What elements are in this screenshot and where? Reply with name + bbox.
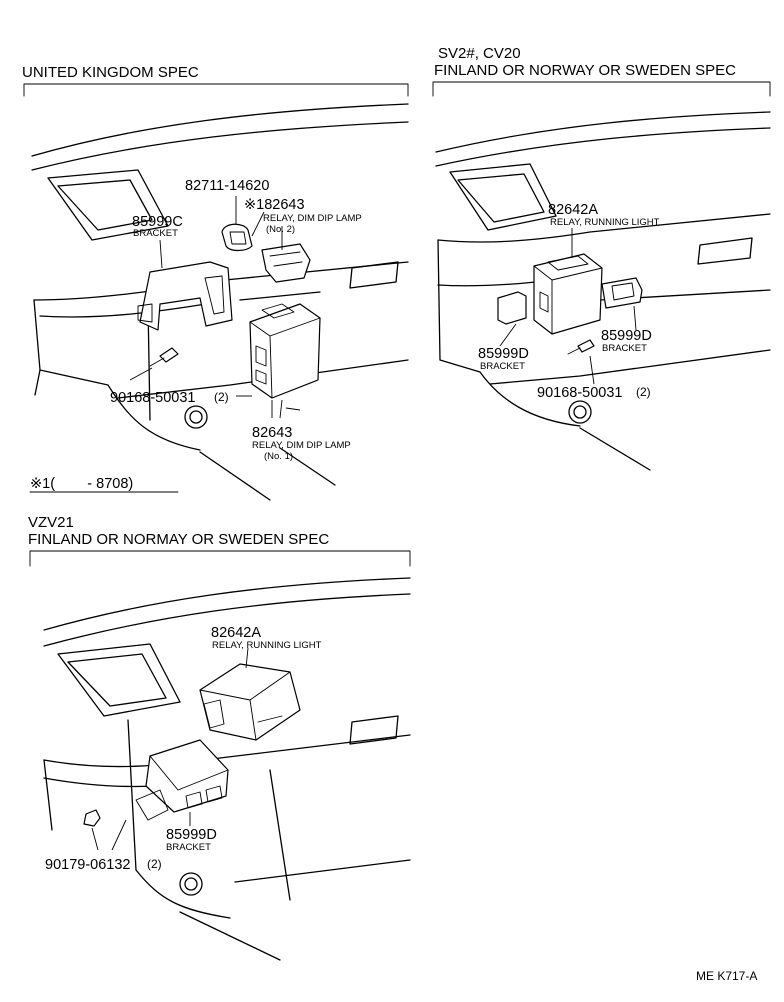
panel-uk-spec: UNITED KINGDOM SPEC [22, 64, 409, 501]
panel-vzv21: VZV21 FINLAND OR NORMAY OR SWEDEN SPEC [28, 514, 411, 961]
callout-82642a-desc: RELAY, RUNNING LIGHT [550, 217, 660, 228]
callout-85999c: 85999C [132, 214, 183, 230]
callout-182643: ※182643 [244, 197, 305, 213]
callout-90179-06132-qty: (2) [147, 857, 162, 871]
callout-90179-06132: 90179-06132 [45, 857, 130, 873]
callout-85999d: 85999D [166, 827, 217, 843]
callout-82643-desc: RELAY, DIM DIP LAMP [252, 440, 351, 451]
panel-title-line2: FINLAND OR NORWAY OR SWEDEN SPEC [434, 62, 736, 79]
panel-title-line1: SV2#, CV20 [438, 45, 521, 62]
callout-82711-14620: 82711-14620 [185, 178, 269, 194]
reference-code: ME K717-A [696, 969, 757, 983]
panel-title: UNITED KINGDOM SPEC [22, 64, 199, 81]
callout-82642a: 82642A [548, 202, 598, 218]
screw-icon [149, 347, 179, 367]
callout-182643-desc2: (No. 2) [266, 224, 295, 235]
panel-title-line1: VZV21 [28, 514, 74, 531]
callout-82643: 82643 [252, 425, 292, 441]
bracket-85999d-left [497, 291, 527, 325]
callout-85999c-desc: BRACKET [133, 228, 178, 239]
relay-dim-dip-no2 [261, 243, 311, 283]
bracket-85999c [139, 261, 233, 331]
callout-85999d-left-desc: BRACKET [480, 361, 525, 372]
footnote: ※1( - 8708) [30, 476, 133, 492]
panel-bracket-line [432, 81, 771, 97]
callout-82642a-desc: RELAY, RUNNING LIGHT [212, 640, 322, 651]
relay-running-light [533, 253, 603, 335]
bracket-85999d [135, 739, 229, 821]
panel-bracket-line [23, 83, 409, 97]
nut-icon [83, 809, 101, 827]
panel-bracket-line [29, 550, 411, 567]
relay-dim-dip-no1 [249, 303, 321, 399]
callout-85999d-desc: BRACKET [166, 842, 211, 853]
callout-85999d-right-desc: BRACKET [602, 343, 647, 354]
callout-90168-50031: 90168-50031 [537, 385, 622, 401]
callout-82642a: 82642A [211, 625, 261, 641]
clip-82711-14620 [221, 223, 253, 252]
callout-82643-desc2: (No. 1) [264, 451, 293, 462]
panel-sv2-cv20: SV2#, CV20 FINLAND OR NORWAY OR SWEDEN S… [432, 45, 771, 471]
callout-182643-desc: RELAY, DIM DIP LAMP [263, 213, 362, 224]
relay-running-light [199, 663, 301, 741]
callout-85999d-left: 85999D [478, 346, 529, 362]
bracket-85999d-right [601, 277, 643, 309]
screw-icon [567, 339, 595, 355]
dashboard-drawing [435, 111, 771, 471]
callout-90168-50031: 90168-50031 [110, 390, 195, 406]
panel-title-line2: FINLAND OR NORMAY OR SWEDEN SPEC [28, 531, 329, 548]
callout-90168-50031-qty: (2) [214, 390, 229, 404]
callout-90168-50031-qty: (2) [636, 385, 651, 399]
callout-85999d-right: 85999D [601, 328, 652, 344]
